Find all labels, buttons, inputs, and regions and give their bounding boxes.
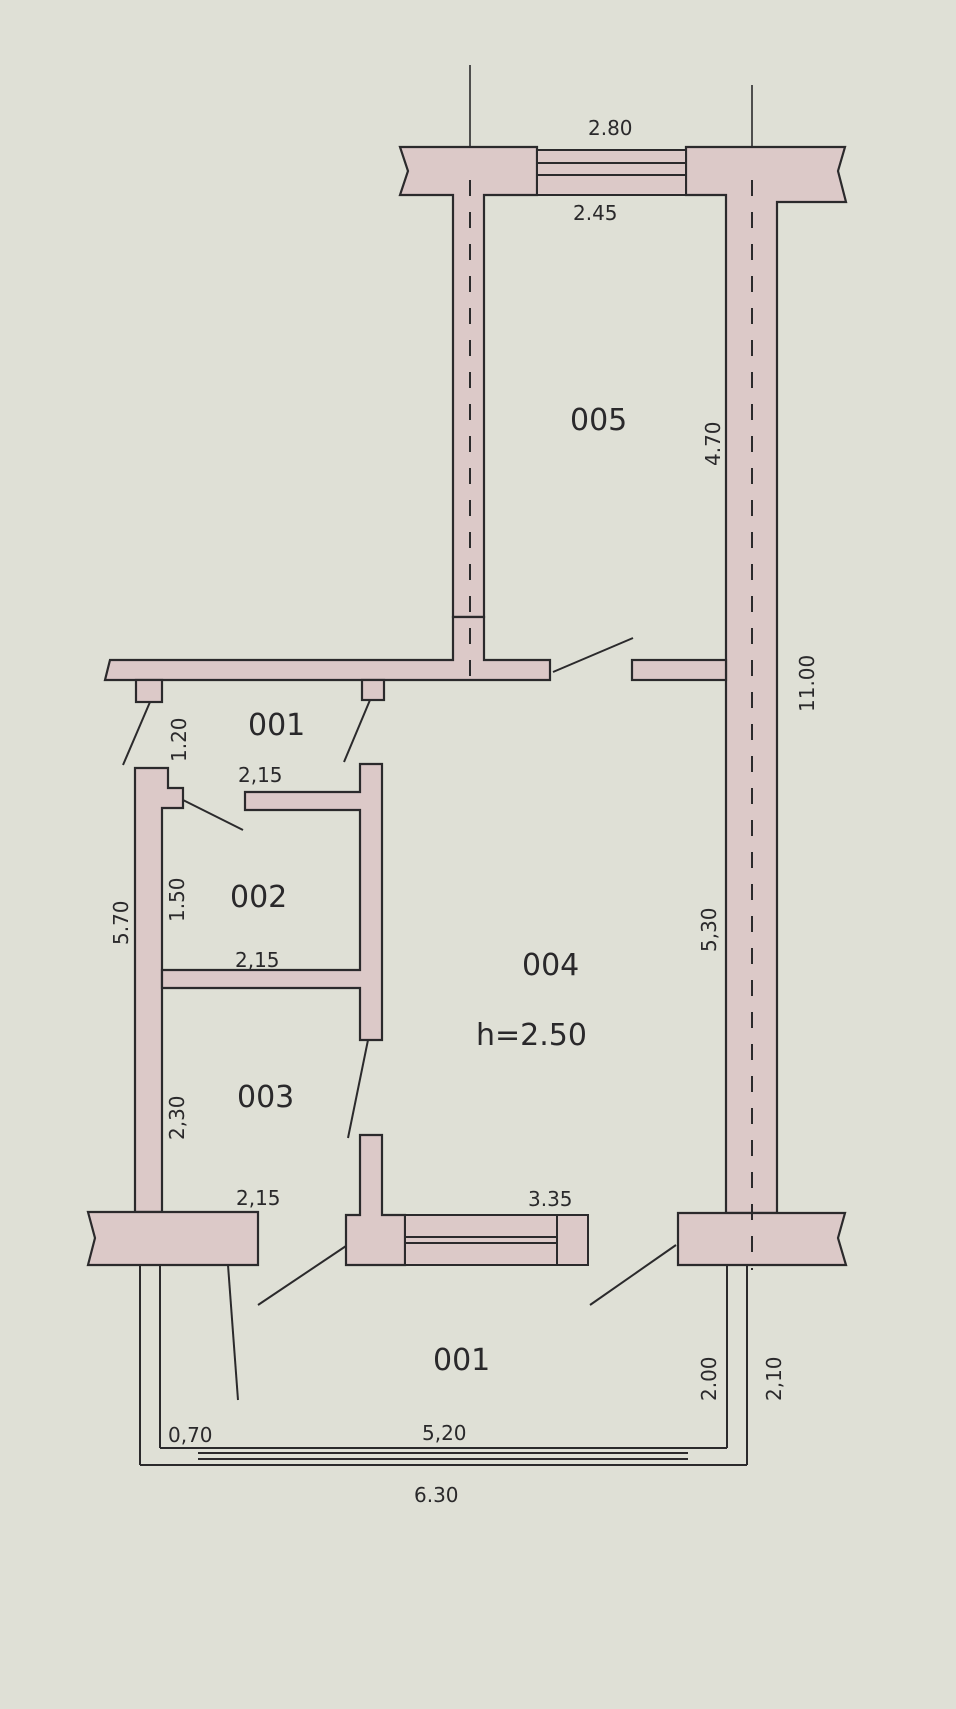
room-label-001-top: 001 bbox=[248, 708, 305, 743]
dim-r002-width: 2,15 bbox=[235, 948, 280, 972]
door-room002 bbox=[182, 799, 244, 831]
loggia-break-line bbox=[227, 1264, 239, 1401]
dim-r001-width: 2,15 bbox=[238, 763, 283, 787]
dim-top-outer: 2.80 bbox=[588, 116, 633, 140]
dim-top-inner: 2.45 bbox=[573, 201, 618, 225]
left-wall bbox=[133, 766, 185, 1214]
room-label-005: 005 bbox=[570, 403, 627, 438]
dim-r002-height: 1.50 bbox=[165, 877, 189, 922]
partition-002-003 bbox=[160, 762, 384, 1042]
room-height-label: h=2.50 bbox=[476, 1018, 587, 1053]
dim-overall-length: 11.00 bbox=[795, 655, 819, 712]
door-balcony-left bbox=[257, 1245, 347, 1306]
dim-left-total: 5.70 bbox=[109, 900, 133, 945]
bottom-window bbox=[404, 1214, 558, 1266]
dim-room004-height: 5,30 bbox=[697, 907, 721, 952]
dim-loggia-inner-width: 5,20 bbox=[422, 1421, 467, 1445]
pillar-bottom bbox=[344, 1133, 407, 1267]
dim-r003-height: 2,30 bbox=[165, 1095, 189, 1140]
dim-window-width: 3.35 bbox=[528, 1187, 573, 1211]
dim-room005-height: 4.70 bbox=[701, 421, 725, 466]
top-window bbox=[536, 149, 687, 196]
top-wall-left bbox=[398, 145, 539, 619]
door-room003 bbox=[347, 1039, 369, 1139]
bottom-window-jamb bbox=[556, 1214, 589, 1266]
dim-loggia-outer-width: 6.30 bbox=[414, 1483, 459, 1507]
room-label-003: 003 bbox=[237, 1080, 294, 1115]
room-label-004: 004 bbox=[522, 948, 579, 983]
top-wall-right bbox=[684, 145, 848, 1215]
dim-r003-width: 2,15 bbox=[236, 1186, 281, 1210]
bottom-right-wall bbox=[676, 1211, 848, 1267]
wall-post-left bbox=[134, 678, 164, 704]
bottom-left-wall bbox=[86, 1210, 260, 1267]
door-balcony-right bbox=[589, 1244, 677, 1306]
room-label-002: 002 bbox=[230, 880, 287, 915]
dim-loggia-outer-height: 2,10 bbox=[762, 1356, 786, 1401]
door-entry-left bbox=[122, 701, 151, 766]
door-room001-top bbox=[343, 699, 371, 763]
middle-wall bbox=[103, 615, 552, 682]
wall-post-mid bbox=[360, 678, 386, 702]
dim-loggia-small: 0,70 bbox=[168, 1423, 213, 1447]
door-room005 bbox=[552, 637, 634, 673]
dim-r001-height: 1.20 bbox=[167, 717, 191, 762]
middle-wall-right-stub bbox=[630, 658, 728, 682]
room-label-001-bottom: 001 bbox=[433, 1343, 490, 1378]
dim-loggia-inner-height: 2.00 bbox=[697, 1356, 721, 1401]
